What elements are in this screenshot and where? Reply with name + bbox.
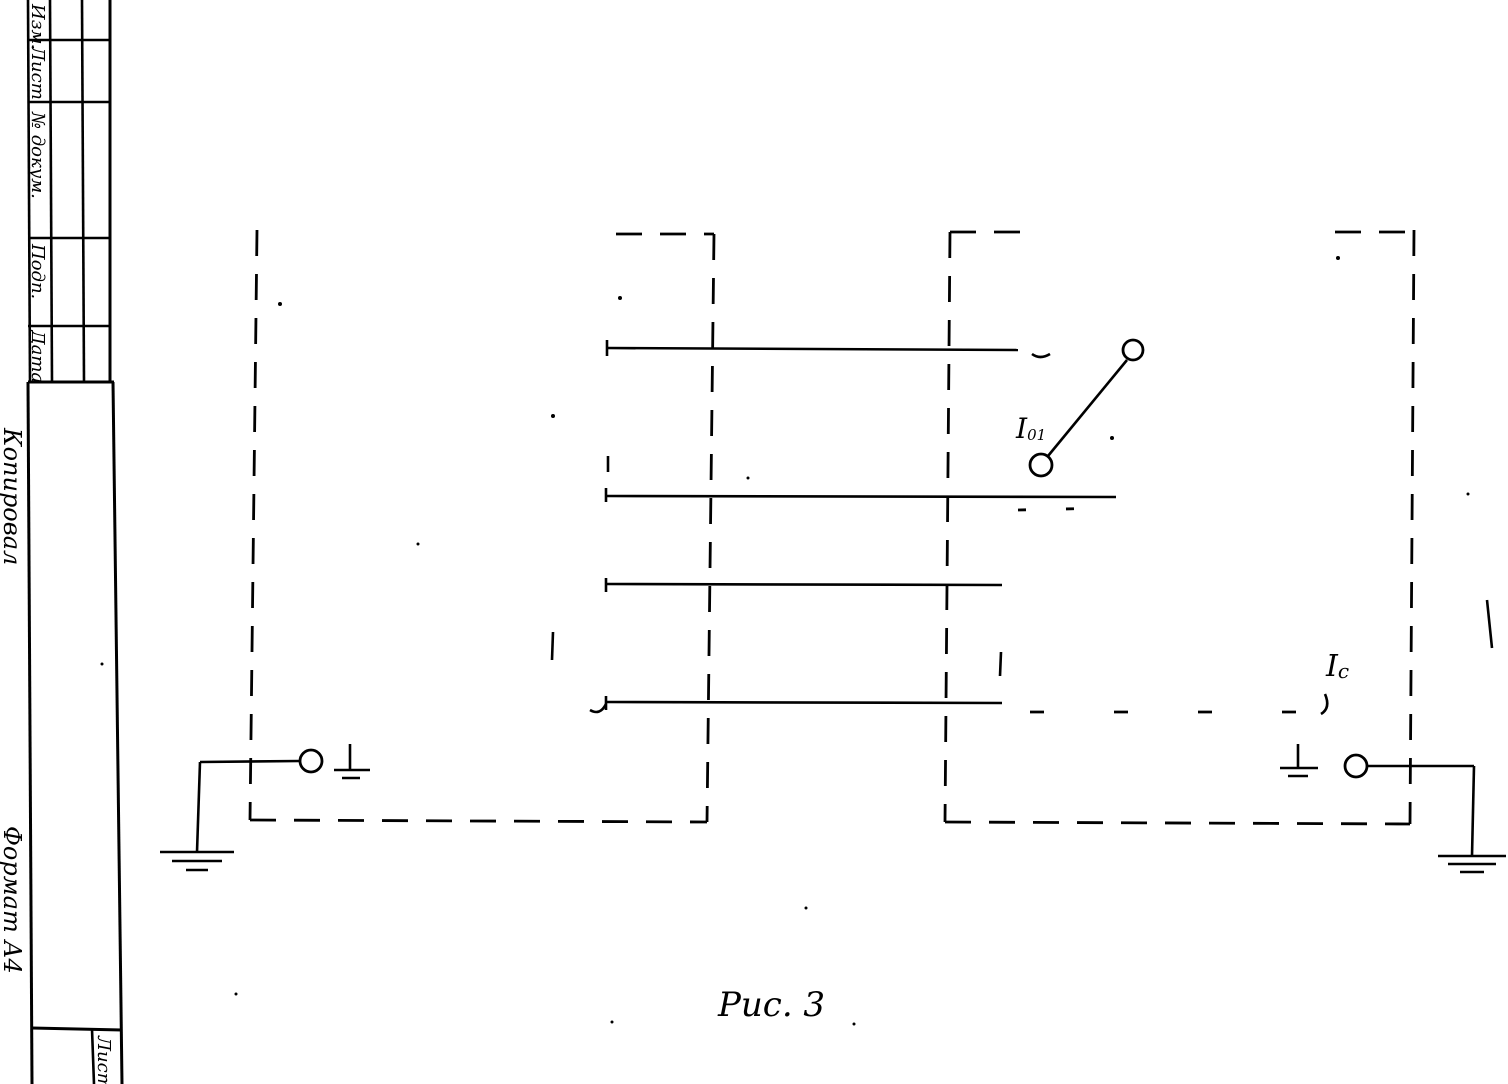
svg-text:Iс: Iс	[1325, 649, 1349, 684]
left-earth-ground-icon	[160, 850, 234, 872]
copied-label: Копировал	[0, 427, 26, 565]
conductor-2	[605, 494, 1117, 499]
sheet-label: Лист	[93, 1035, 114, 1084]
right-ground-connection	[1280, 744, 1506, 874]
right-chassis-ground-icon	[1280, 744, 1318, 778]
figure-caption: Рис. 3	[717, 985, 825, 1025]
right-enclosure	[943, 229, 1416, 826]
stamp-label-signature: Подп.	[27, 243, 48, 299]
right-earth-ground-icon	[1438, 854, 1506, 874]
switch-label: I01	[1015, 412, 1046, 445]
switch-bottom-terminal	[1028, 452, 1054, 478]
stamp-label-date: Дата	[27, 329, 48, 383]
conductor-4	[605, 700, 1003, 705]
stamp-label-izm: Изм.	[27, 3, 48, 50]
conductor-lines	[604, 340, 1117, 710]
conductor-3	[605, 582, 1003, 587]
left-enclosure	[248, 229, 716, 824]
current-label-ic: Iс	[1325, 649, 1349, 684]
left-chassis-ground-icon	[334, 744, 370, 780]
left-ground-connection	[160, 744, 370, 872]
scan-specks	[100, 256, 1470, 1026]
stamp-label-doc-number: № докум.	[27, 111, 48, 199]
title-block: Изм. Лист № докум. Подп. Дата Копировал …	[0, 0, 124, 1084]
switch-top-terminal	[1121, 338, 1145, 362]
conductor-1	[606, 346, 1019, 352]
switch-i01: I01	[1015, 338, 1145, 478]
right-terminal	[1343, 753, 1369, 779]
left-terminal	[298, 748, 324, 774]
stamp-label-list: Лист	[27, 45, 48, 100]
format-label: Формат А4	[0, 826, 26, 974]
inner-dashed-hints	[550, 352, 1494, 716]
